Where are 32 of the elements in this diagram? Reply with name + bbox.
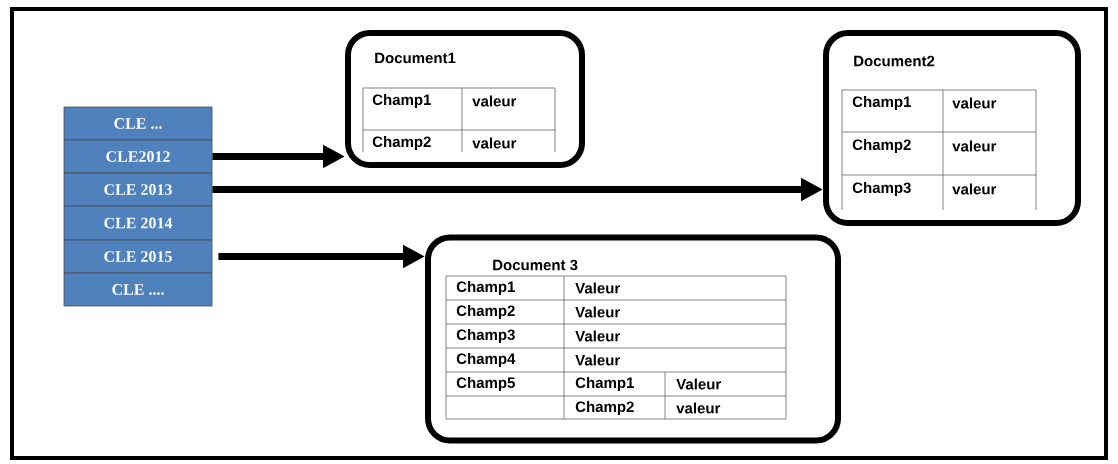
key-cell: CLE .... (63, 272, 213, 307)
key-cell: CLE 2014 (63, 205, 213, 241)
table-cell-text: Champ4 (456, 353, 516, 367)
key-cell: CLE 2013 (63, 172, 213, 207)
table-cell-text: valeur (952, 183, 997, 195)
table-cell-text: Champ2 (456, 305, 515, 319)
table-cell-text: Champ5 (456, 377, 515, 391)
table-cell-text: Valeur (575, 282, 620, 294)
table-cell-text: valeur (472, 137, 517, 149)
table-cell-text: Champ1 (575, 377, 634, 391)
table-cell-text: Champ2 (575, 401, 634, 415)
table-cell-text: Champ2 (372, 136, 431, 150)
table-cell-text: Champ1 (852, 96, 911, 110)
table-cell-text: Champ1 (456, 281, 515, 295)
table-cell-text: Valeur (676, 378, 721, 390)
document-title: Document 3 (493, 259, 578, 271)
document-title: Document1 (375, 52, 456, 64)
table-cell-text: Valeur (575, 330, 620, 342)
table-cell-text: Champ3 (852, 182, 911, 196)
table-cell-text: valeur (676, 402, 721, 414)
key-cell: CLE2012 (63, 139, 213, 174)
table-cell-text: valeur (472, 95, 517, 107)
key-cell: CLE 2015 (63, 239, 213, 274)
table-cell-text: Champ1 (372, 94, 431, 108)
table-cell-text: Valeur (575, 354, 620, 366)
table-cell-text: Valeur (575, 306, 620, 318)
table-cell-text: Champ2 (852, 139, 911, 153)
table-cell-text: valeur (952, 140, 997, 152)
document-title: Document2 (854, 55, 935, 67)
key-cell: CLE ... (63, 106, 213, 141)
table-cell-text: Champ3 (456, 329, 515, 343)
table-cell-text: valeur (952, 97, 997, 109)
